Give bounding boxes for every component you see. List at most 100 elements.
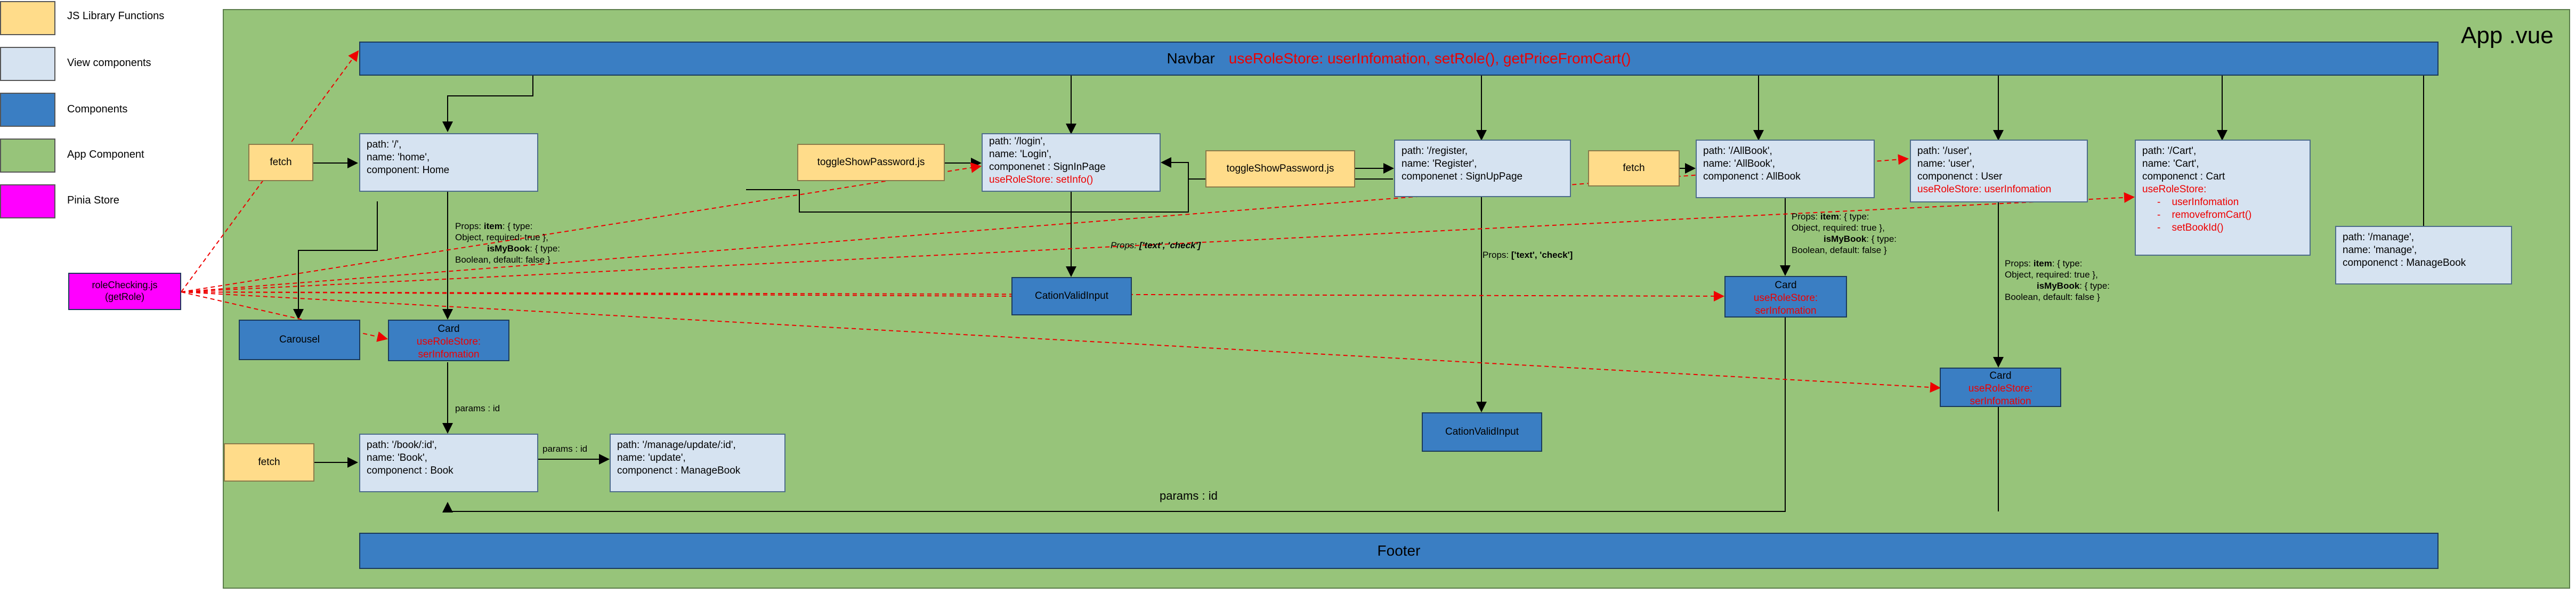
card-component-home: Card useRoleStore: serInfomation: [388, 320, 509, 361]
props-user-b3: isMyBook: [2037, 281, 2080, 291]
fetch-home: fetch: [248, 144, 313, 181]
route-cart-name: name: 'Cart',: [2142, 158, 2199, 169]
props-user-line2: Object, required: true },: [2005, 270, 2098, 280]
card-home-store1: useRoleStore:: [416, 336, 481, 347]
fetch-book: fetch: [224, 443, 314, 482]
footer: Footer: [359, 533, 2439, 569]
route-cart-component: componenct : Cart: [2142, 171, 2225, 182]
props-text-register-bold: ['text', 'check']: [1511, 250, 1573, 260]
toggle-register-label: toggleShowPassword.js: [1226, 163, 1334, 174]
props-allbook-l1: Props:: [1792, 211, 1820, 222]
route-login-store: useRoleStore: setInfo(): [989, 174, 1093, 185]
role-checking-line2: (getRole): [104, 291, 145, 302]
route-register-name: name: 'Register',: [1402, 158, 1477, 169]
props-home-l3: : { type:: [530, 243, 560, 254]
route-cart-item-1-text: userInfomation: [2172, 197, 2239, 208]
route-login-name: name: 'Login',: [989, 149, 1052, 160]
fetch-allbook-label: fetch: [1623, 162, 1645, 174]
route-update: path: '/manage/update/:id', name: 'updat…: [610, 434, 785, 492]
props-note-home: Props: item: { type: Object, required: t…: [455, 221, 560, 265]
route-manage: path: '/manage', name: 'manage', compone…: [2335, 226, 2512, 284]
props-allbook-l1b: : { type:: [1838, 211, 1869, 222]
route-book-name: name: 'Book',: [367, 452, 427, 463]
app-title: App .vue: [2461, 22, 2554, 48]
route-register: path: '/register, name: 'Register', comp…: [1394, 140, 1571, 197]
route-user: path: '/user', name: 'user', componenct …: [1910, 140, 2088, 202]
props-user-line1: Props: item: { type:: [2005, 258, 2110, 269]
legend-label-view: View components: [67, 57, 151, 69]
navbar: Navbar useRoleStore: userInfomation, set…: [359, 42, 2439, 76]
footer-label: Footer: [1377, 542, 1421, 559]
role-checking-line1: roleChecking.js: [92, 280, 158, 290]
card-user-store2: serInfomation: [1970, 396, 2031, 407]
route-home-component: component: Home: [367, 165, 450, 176]
route-user-name: name: 'user',: [1917, 158, 1975, 169]
card-component-allbook: Card useRoleStore: serInfomation: [1724, 276, 1847, 318]
route-cart-item-1: - userInfomation: [2157, 197, 2239, 208]
props-note-allbook: Props: item: { type: Object, required: t…: [1792, 211, 1897, 256]
props-home-line4: Boolean, default: false }: [455, 255, 550, 265]
carousel-component: Carousel: [239, 320, 360, 360]
route-cart-item-2: - removefromCart(): [2157, 209, 2252, 221]
fetch-allbook: fetch: [1588, 150, 1680, 186]
props-user-l3: : { type:: [2079, 281, 2110, 291]
params-id-card-book: params : id: [455, 403, 500, 413]
navbar-store: useRoleStore: userInfomation, setRole(),…: [1228, 50, 1631, 67]
route-login: path: '/login', name: 'Login', componene…: [982, 133, 1161, 192]
route-update-path: path: '/manage/update/:id',: [617, 440, 736, 451]
route-allbook-name: name: 'AllBook',: [1703, 158, 1776, 169]
props-home-b1: item: [483, 221, 503, 231]
route-home-name: name: 'home',: [367, 152, 430, 163]
legend-swatch-components: [0, 93, 55, 127]
params-id-book-update: params : id: [542, 444, 588, 454]
params-id-return: params : id: [1160, 489, 1218, 502]
props-allbook-b3: isMyBook: [1824, 234, 1867, 244]
props-text-register: Props: ['text', 'check']: [1483, 249, 1573, 261]
props-user-b1: item: [2033, 258, 2052, 268]
route-update-name: name: 'update',: [617, 452, 686, 463]
card-user-store1: useRoleStore:: [1968, 383, 2033, 394]
navbar-label: Navbar: [1167, 50, 1215, 67]
route-register-path: path: '/register,: [1402, 145, 1468, 157]
card-component-user: Card useRoleStore: serInfomation: [1940, 368, 2061, 407]
legend-swatch-js: [0, 1, 55, 35]
props-allbook-l3: : { type:: [1866, 234, 1897, 244]
fetch-home-label: fetch: [270, 157, 292, 168]
legend-swatch-app: [0, 139, 55, 173]
route-home-path: path: '/',: [367, 139, 402, 150]
props-home-line1: Props: item: { type:: [455, 221, 560, 232]
route-allbook-path: path: '/AllBook',: [1703, 145, 1772, 157]
route-user-component: componenct : User: [1917, 171, 2003, 182]
props-allbook-line4: Boolean, default: false }: [1792, 245, 1887, 255]
route-cart-item-3-text: setBookId(): [2172, 222, 2224, 233]
route-cart-path: path: '/Cart',: [2142, 145, 2197, 157]
props-home-l1: Props:: [455, 221, 484, 231]
props-home-l1b: : { type:: [502, 221, 533, 231]
route-book-component: componenct : Book: [367, 465, 453, 476]
legend-label-components: Components: [67, 103, 128, 115]
route-cart-store: useRoleStore:: [2142, 184, 2207, 195]
props-user-line4: Boolean, default: false }: [2005, 292, 2100, 302]
route-manage-path: path: '/manage',: [2343, 232, 2415, 243]
route-manage-name: name: 'manage',: [2343, 245, 2417, 256]
card-user-label: Card: [1989, 370, 2012, 381]
props-home-b3: isMyBook: [487, 243, 530, 254]
props-home-line2: Object, required: true },: [455, 232, 548, 242]
route-login-component: componenet : SignInPage: [989, 161, 1106, 173]
props-allbook-b1: item: [1820, 211, 1839, 222]
cation-valid-input-login: CationValidInput: [1011, 277, 1132, 315]
props-text-register-pre: Props:: [1483, 250, 1511, 260]
card-allbook-store2: serInfomation: [1755, 305, 1817, 316]
props-allbook-line1: Props: item: { type:: [1792, 211, 1897, 222]
route-allbook-component: componenct : AllBook: [1703, 171, 1801, 182]
route-manage-component: componenct : ManageBook: [2343, 257, 2466, 268]
route-cart-item-3: - setBookId(): [2157, 222, 2224, 233]
props-allbook-line3: isMyBook: { type:: [1792, 233, 1897, 245]
route-allbook: path: '/AllBook', name: 'AllBook', compo…: [1696, 140, 1875, 198]
legend-label-js: JS Library Functions: [67, 10, 165, 22]
legend-label-app: App Component: [67, 149, 144, 160]
props-allbook-line2: Object, required: true },: [1792, 223, 1885, 233]
legend-swatch-pinia: [0, 184, 55, 218]
toggle-password-login: toggleShowPassword.js: [797, 144, 945, 181]
